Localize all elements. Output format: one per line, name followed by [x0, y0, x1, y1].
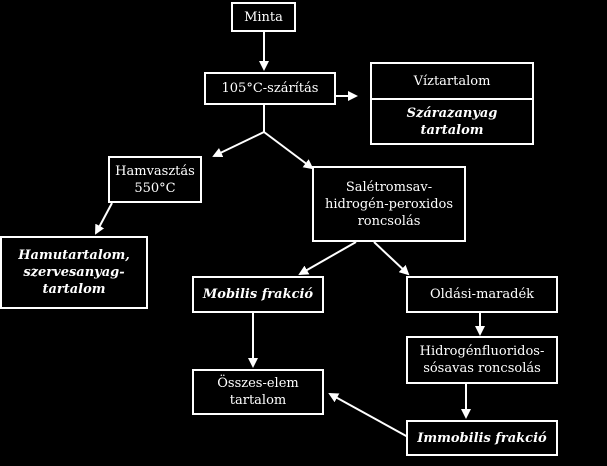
- arrow-hamvasztas-to-hamutartalom: [95, 202, 113, 235]
- node-mobilis: Mobilis frakció: [192, 276, 324, 313]
- node-saletromsav-label: Salétromsav- hidrogén-peroxidos roncsolá…: [324, 179, 454, 229]
- node-osszes: Összes-elem tartalom: [192, 369, 324, 415]
- node-viztartalom-szarazanyag: Víztartalom Szárazanyag tartalom: [370, 62, 534, 145]
- node-minta: Minta: [231, 2, 296, 32]
- node-szarazanyag-label: Szárazanyag tartalom: [406, 105, 498, 138]
- node-szaritas: 105°C-szárítás: [204, 72, 336, 105]
- node-viztartalom-label: Víztartalom: [372, 64, 532, 100]
- arrow-to-saletromsav: [263, 131, 314, 170]
- node-szaritas-label: 105°C-szárítás: [221, 81, 319, 96]
- arrow-to-hamvasztas: [212, 131, 265, 158]
- arrow-immobilis-to-osszes: [328, 393, 409, 438]
- node-immobilis-label: Immobilis frakció: [417, 430, 547, 446]
- node-mobilis-label: Mobilis frakció: [202, 287, 314, 302]
- node-saletromsav: Salétromsav- hidrogén-peroxidos roncsolá…: [312, 166, 466, 242]
- node-hidrogenfluorid-label: Hidrogénfluoridos- sósavas roncsolás: [419, 344, 545, 376]
- arrow-saletromsav-to-mobilis: [298, 241, 357, 275]
- node-hamutartalom: Hamutartalom, szervesanyag- tartalom: [0, 236, 148, 309]
- node-oldasi: Oldási-maradék: [406, 276, 558, 313]
- node-hamvasztas-label: Hamvasztás 550°C: [115, 163, 195, 196]
- node-hidrogenfluorid: Hidrogénfluoridos- sósavas roncsolás: [406, 336, 558, 384]
- node-hamvasztas: Hamvasztás 550°C: [108, 156, 202, 203]
- node-minta-label: Minta: [244, 9, 283, 25]
- node-hamutartalom-label: Hamutartalom, szervesanyag- tartalom: [18, 248, 130, 297]
- node-immobilis: Immobilis frakció: [406, 420, 558, 456]
- node-osszes-label: Összes-elem tartalom: [217, 376, 299, 408]
- arrow-saletromsav-to-oldasi: [373, 241, 410, 276]
- node-oldasi-label: Oldási-maradék: [429, 287, 535, 302]
